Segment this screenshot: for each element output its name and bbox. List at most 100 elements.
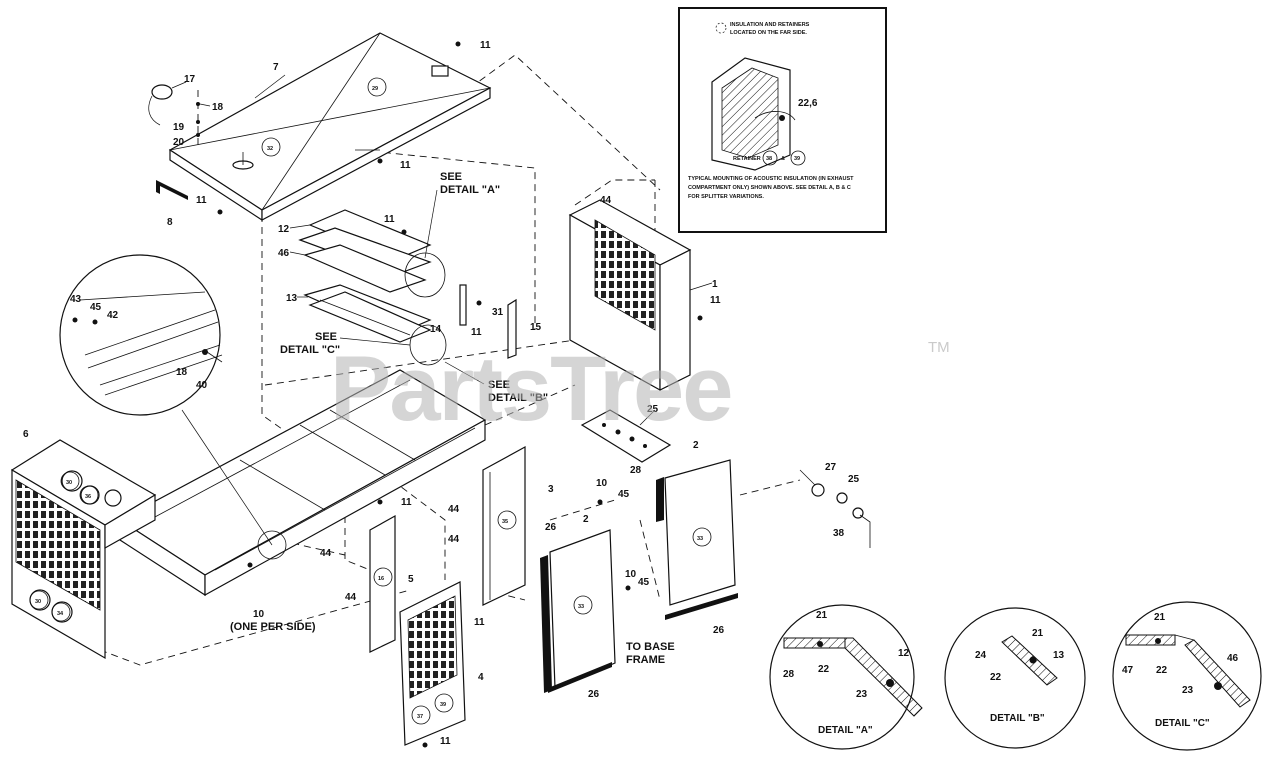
callout-29: 29 — [372, 86, 378, 92]
splitter-panel-12[interactable] — [298, 209, 432, 276]
splitter-panel-13[interactable] — [303, 284, 432, 343]
circled-number-rings — [29, 77, 712, 725]
callout-19: 19 — [173, 122, 185, 133]
callout-28: 28 — [630, 465, 642, 476]
see-detail-notes: SEE DETAIL "A" SEE DETAIL "C" SEE DETAIL… — [230, 171, 675, 666]
door-panel-2-middle[interactable] — [540, 529, 616, 693]
base-frame[interactable] — [118, 369, 487, 597]
callout-15: 15 — [530, 322, 542, 333]
louvered-panel-4[interactable] — [399, 581, 466, 746]
zoom-detail-circle[interactable] — [59, 254, 273, 546]
see-detail-a-line2: DETAIL "A" — [440, 184, 500, 196]
hardware-stack-18-20[interactable] — [196, 90, 200, 145]
intake-enclosure-6[interactable] — [10, 439, 157, 660]
callout-36: 36 — [85, 494, 91, 500]
see-detail-c-line1: SEE — [315, 331, 337, 343]
callout-11: 11 — [400, 160, 411, 171]
detail-a-marker-circle[interactable] — [404, 252, 446, 298]
callout-11: 11 — [471, 327, 482, 338]
callout-44: 44 — [600, 195, 612, 206]
callout-39: 39 — [440, 702, 446, 708]
door-panel-2-right[interactable] — [656, 459, 738, 620]
latch-hardware-27-25-38[interactable] — [811, 483, 871, 548]
inset-retainer-callout-39: 39 — [794, 156, 800, 162]
callout-25: 25 — [848, 474, 860, 485]
callout-33: 33 — [697, 536, 703, 542]
callout-18: 18 — [176, 367, 188, 378]
callout-18: 18 — [212, 102, 224, 113]
detail-c-circle[interactable]: 21 46 47 22 23 DETAIL "C" — [1112, 601, 1262, 751]
detail-c-callout-23: 23 — [1182, 685, 1194, 696]
detail-a-callout-22: 22 — [818, 664, 830, 675]
callout-1: 1 — [712, 279, 718, 290]
callout-13: 13 — [286, 293, 298, 304]
detail-a-circle[interactable]: 21 22 28 12 23 DETAIL "A" — [769, 604, 923, 750]
callout-20: 20 — [173, 137, 185, 148]
callout-30: 30 — [66, 480, 72, 486]
inset-note-top-line1: INSULATION AND RETAINERS — [730, 22, 810, 28]
detail-b-callout-24: 24 — [975, 650, 987, 661]
watermark-text: PartsTree — [330, 338, 731, 440]
control-plate-25[interactable] — [580, 409, 672, 463]
bracket-15[interactable] — [507, 298, 517, 359]
callout-34: 34 — [57, 611, 64, 617]
bracket-14[interactable] — [459, 284, 467, 326]
callout-14: 14 — [430, 324, 442, 335]
callout-44: 44 — [448, 504, 460, 515]
inset-note-bottom-line3: FOR SPLITTER VARIATIONS. — [688, 194, 764, 200]
door-panel-3[interactable] — [482, 445, 526, 606]
callout-11: 11 — [196, 195, 207, 206]
callout-26: 26 — [545, 522, 557, 533]
detail-b-title: DETAIL "B" — [990, 713, 1045, 724]
callout-10: 10 — [596, 478, 608, 489]
lifting-eye-17[interactable] — [148, 84, 173, 126]
detail-c-callout-47: 47 — [1122, 665, 1134, 676]
inset-retainer-callout-38: 38 — [766, 156, 772, 162]
callout-30: 30 — [35, 599, 41, 605]
roof-panel-7[interactable] — [168, 32, 492, 222]
callout-38: 38 — [833, 528, 845, 539]
partstree-watermark: PartsTree TM — [330, 338, 950, 440]
callout-11: 11 — [474, 617, 485, 628]
callout-45: 45 — [618, 489, 630, 500]
leader-lines — [171, 74, 816, 486]
detail-a-callout-28: 28 — [783, 669, 795, 680]
detail-c-title: DETAIL "C" — [1155, 718, 1210, 729]
roof-bracket-8[interactable] — [156, 180, 188, 200]
watermark-trademark: TM — [928, 339, 950, 356]
callout-17: 17 — [184, 74, 196, 85]
detail-a-title: DETAIL "A" — [818, 725, 873, 736]
callout-3: 3 — [548, 484, 554, 495]
callout-44: 44 — [320, 548, 332, 559]
detail-b-callout-22: 22 — [990, 672, 1002, 683]
see-detail-b-line2: DETAIL "B" — [488, 392, 548, 404]
inset-retainer-amp: & — [781, 156, 785, 162]
inset-note-bottom-line1: TYPICAL MOUNTING OF ACOUSTIC INSULATION … — [688, 176, 854, 182]
see-detail-b-line1: SEE — [488, 379, 510, 391]
callout-45: 45 — [90, 302, 102, 313]
insulation-46[interactable] — [303, 244, 427, 293]
callout-4: 4 — [478, 672, 484, 683]
callout-7: 7 — [273, 62, 279, 73]
callout-31: 31 — [492, 307, 504, 318]
rear-wall-1[interactable] — [568, 199, 692, 392]
side-panel-5[interactable] — [369, 514, 396, 653]
callout-43: 43 — [70, 294, 82, 305]
callout-11: 11 — [384, 214, 395, 225]
screws — [72, 41, 703, 748]
inset-callout-22-6: 22,6 — [798, 98, 818, 109]
detail-a-callout-12: 12 — [898, 648, 910, 659]
one-per-side-note: (ONE PER SIDE) — [230, 621, 316, 633]
callout-44: 44 — [345, 592, 357, 603]
detail-b-callout-21: 21 — [1032, 628, 1044, 639]
insulation-inset-box[interactable]: INSULATION AND RETAINERS LOCATED ON THE … — [678, 7, 887, 233]
detail-c-callout-46: 46 — [1227, 653, 1239, 664]
inset-retainer-label: RETAINER — [733, 156, 761, 162]
callout-11: 11 — [480, 40, 491, 51]
callout-42: 42 — [107, 310, 119, 321]
callout-5: 5 — [408, 574, 414, 585]
detail-a-callout-23: 23 — [856, 689, 868, 700]
callout-26: 26 — [713, 625, 725, 636]
detail-b-circle[interactable]: 21 24 13 22 DETAIL "B" — [944, 607, 1086, 749]
